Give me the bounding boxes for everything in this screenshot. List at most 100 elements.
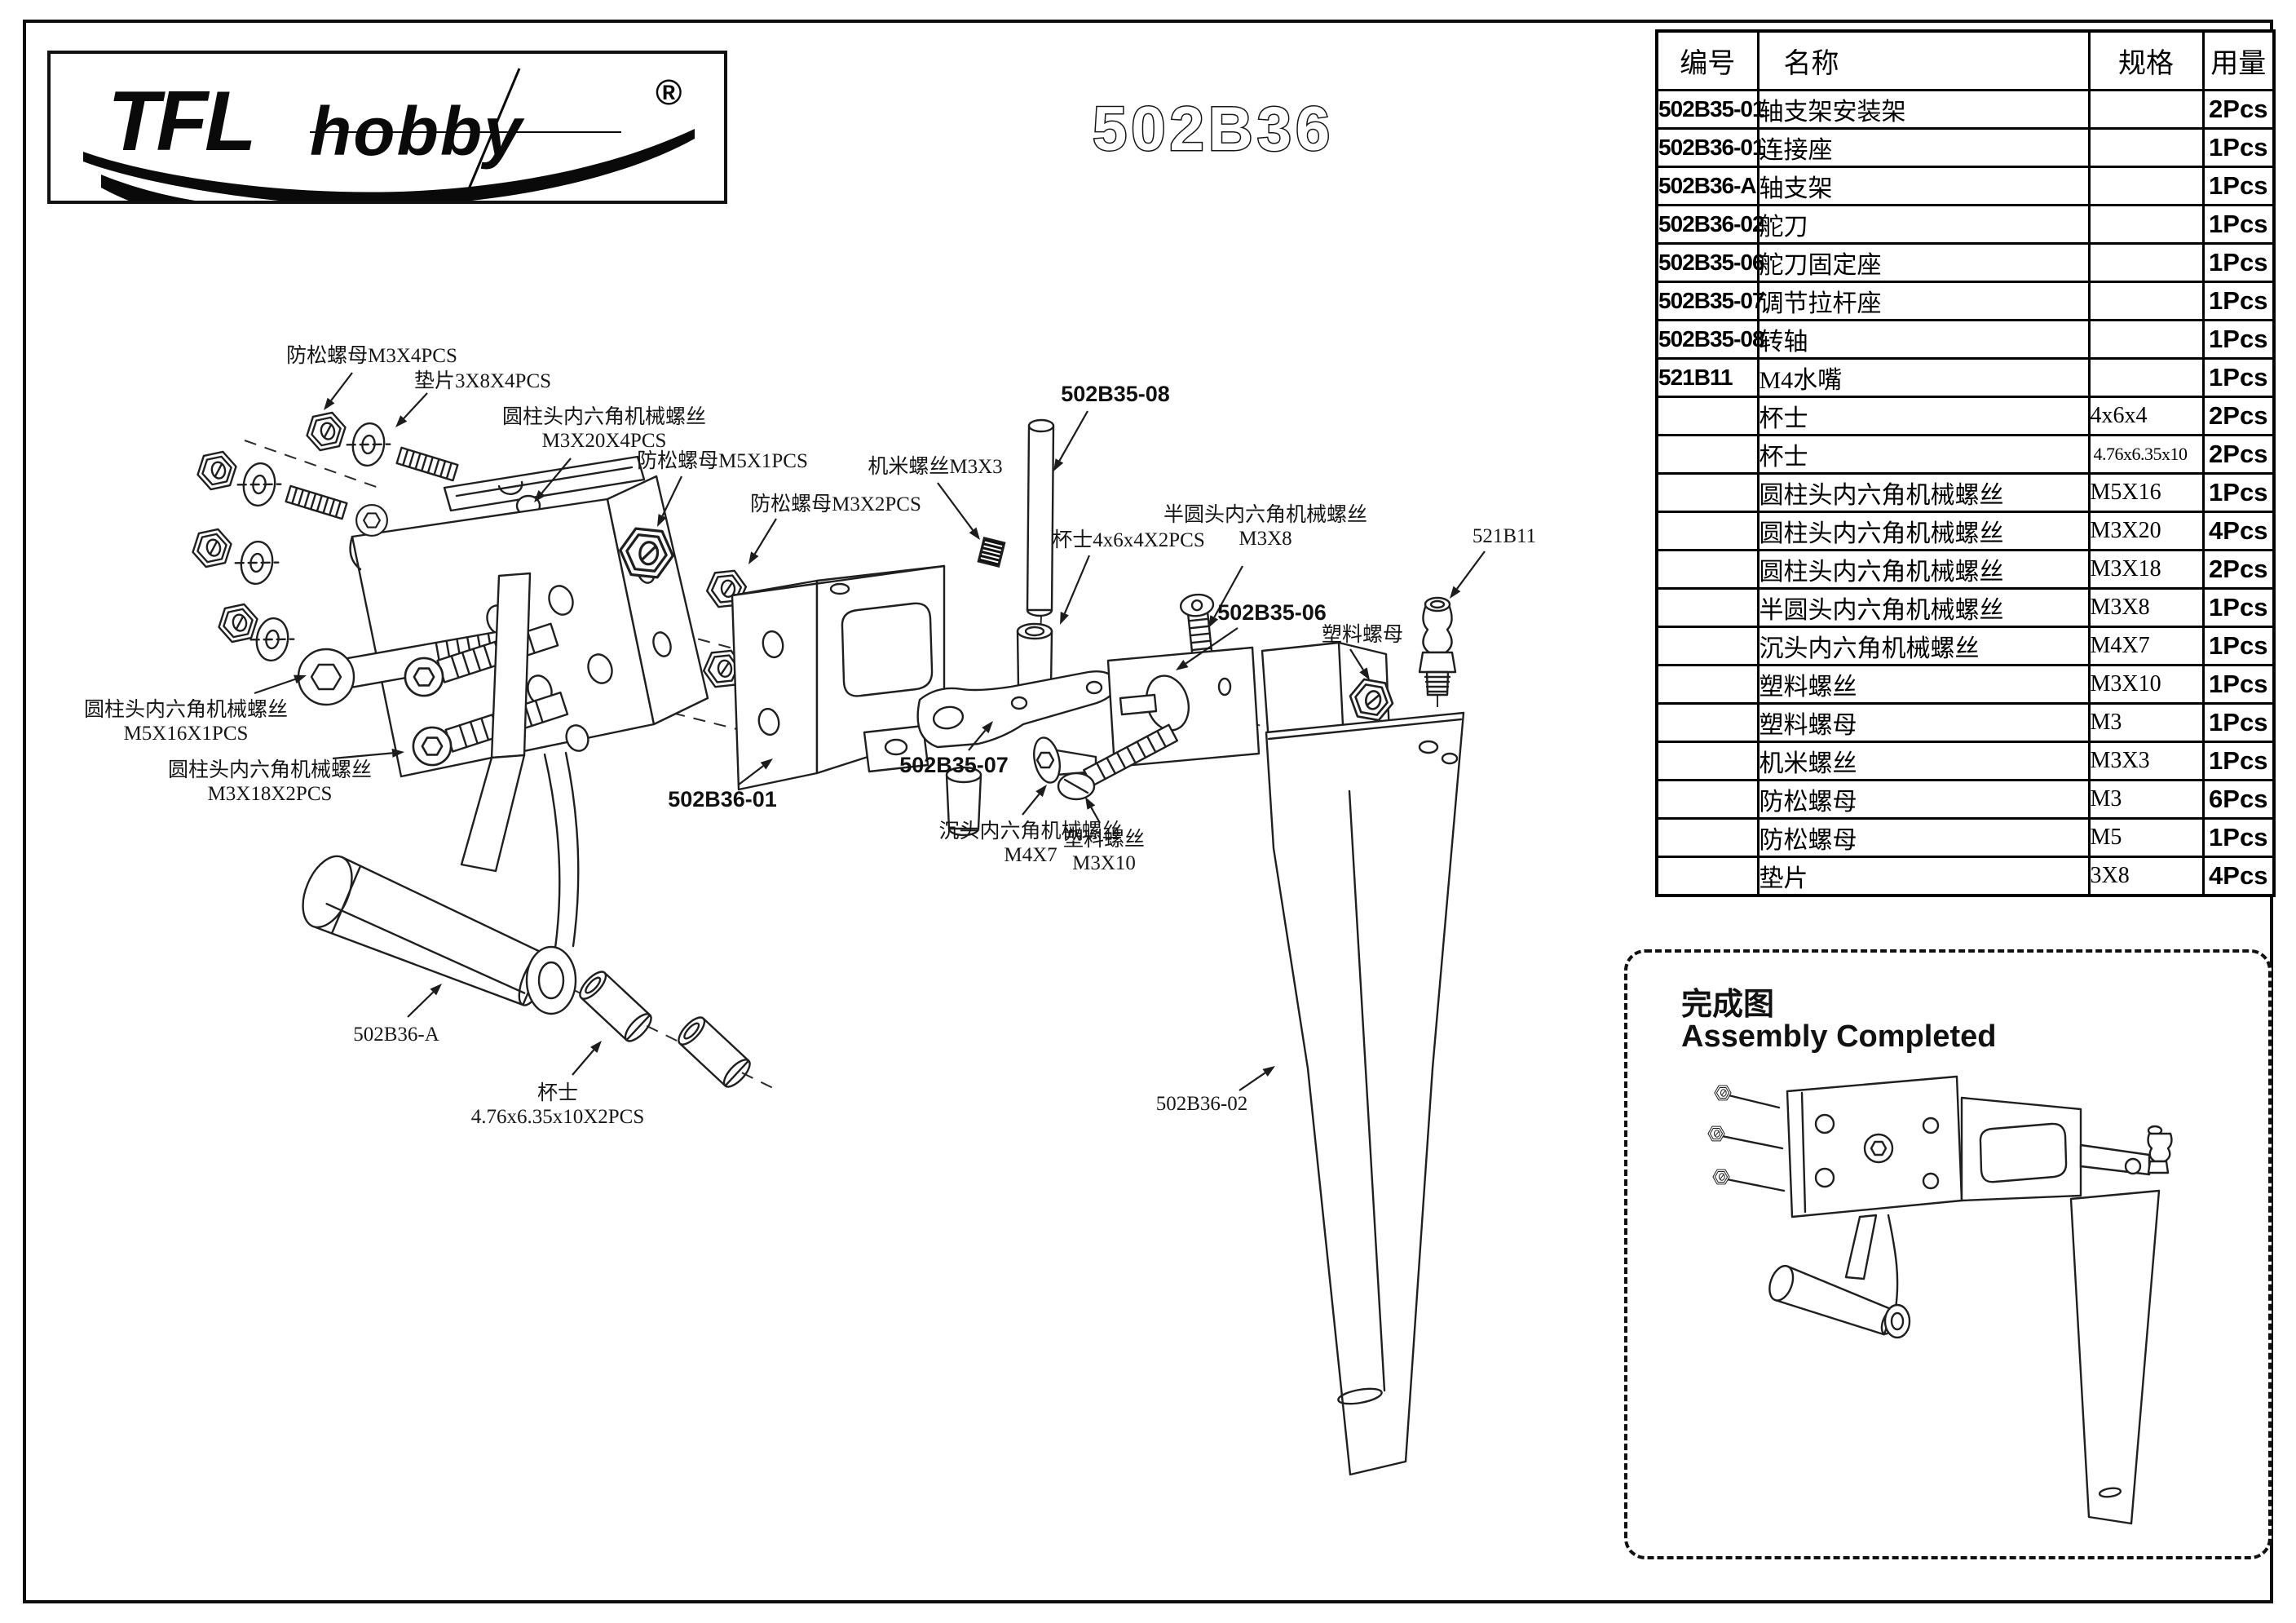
cell-name: 圆柱头内六角机械螺丝 xyxy=(1756,471,2091,513)
callout-text: 防松螺母M5X1PCS xyxy=(637,449,808,472)
cell-code: 502B35-06 xyxy=(1655,241,1765,283)
cell-spec: 3X8 xyxy=(2087,855,2205,896)
part-502B36-A xyxy=(302,572,580,1015)
cell-code xyxy=(1655,395,1760,436)
callout-leader-line xyxy=(1213,565,1243,618)
callout-text: 圆柱头内六角机械螺丝 xyxy=(84,698,288,721)
callout-text: M3X10 xyxy=(1072,852,1136,874)
cell-spec: M3X10 xyxy=(2087,663,2205,705)
cell-spec xyxy=(2087,88,2205,130)
cell-qty: 2Pcs xyxy=(2201,88,2276,130)
callout-leader-line xyxy=(330,372,353,401)
callout-text: M4X7 xyxy=(1004,844,1057,866)
cell-qty: 1Pcs xyxy=(2201,280,2276,321)
callout-leader-line xyxy=(332,752,393,760)
callout-text: 圆柱头内六角机械螺丝 xyxy=(502,405,706,428)
cell-qty: 4Pcs xyxy=(2201,510,2276,551)
cell-name: 舵刀 xyxy=(1756,203,2091,245)
title-wrap: 502B36 xyxy=(1084,86,1394,176)
callout-text: 502B36-A xyxy=(353,1024,439,1046)
cell-code xyxy=(1655,510,1760,551)
callout-text: 杯士 xyxy=(537,1081,578,1104)
callout-leader-line xyxy=(1185,627,1239,665)
cell-spec xyxy=(2087,280,2205,321)
callout-text: M3X8 xyxy=(1239,528,1292,550)
cell-name: 防松螺母 xyxy=(1756,778,2091,820)
callout-arrowhead-icon xyxy=(590,1041,602,1053)
callout-text: M5X16X1PCS xyxy=(124,723,249,745)
cell-name: 半圆头内六角机械螺丝 xyxy=(1756,586,2091,628)
callout-arrowhead-icon xyxy=(1035,785,1047,798)
logo-wave-upper xyxy=(83,129,695,201)
callout-plastic-nut: 塑料螺母 xyxy=(1322,623,1403,680)
callout-arrowhead-icon xyxy=(1208,615,1219,628)
cell-qty: 1Pcs xyxy=(2201,701,2276,743)
callout-arrowhead-icon xyxy=(982,721,993,734)
callout-leader-line xyxy=(254,678,296,695)
callout-leader-line xyxy=(738,765,764,785)
callout-code-502B36-A: 502B36-A xyxy=(353,984,442,1046)
callout-arrowhead-icon xyxy=(760,758,773,770)
callout-leader-line xyxy=(1239,1072,1266,1091)
cell-qty: 1Pcs xyxy=(2201,165,2276,206)
cell-name: 圆柱头内六角机械螺丝 xyxy=(1756,548,2091,590)
cell-spec: M3X3 xyxy=(2087,740,2205,781)
callout-code-521B11: 521B11 xyxy=(1450,525,1536,599)
cell-qty: 1Pcs xyxy=(2201,663,2276,705)
assembly-title-cn: 完成图 xyxy=(1681,988,1775,1022)
cell-qty: 1Pcs xyxy=(2201,203,2276,245)
cell-qty: 1Pcs xyxy=(2201,816,2276,858)
part-521B11 xyxy=(1418,596,1457,697)
assembly-completed-drawing xyxy=(1707,1075,2173,1525)
callout-arrowhead-icon xyxy=(1359,667,1370,680)
callout-arrowhead-icon xyxy=(430,984,442,996)
cell-spec xyxy=(2087,165,2205,206)
callout-leader-line xyxy=(937,482,974,531)
callout-text: 521B11 xyxy=(1473,525,1536,547)
callout-text: 502B36-02 xyxy=(1156,1093,1248,1115)
callout-text: 防松螺母M3X4PCS xyxy=(286,344,457,367)
cell-qty: 1Pcs xyxy=(2201,241,2276,283)
cell-name: 调节拉杆座 xyxy=(1756,280,2091,321)
logo-brand-text: TFL xyxy=(108,74,254,169)
callout-text: 杯士4x6x4X2PCS xyxy=(1052,528,1205,551)
part-502B35-07 xyxy=(916,670,1117,837)
callout-arrowhead-icon xyxy=(391,748,404,758)
cell-spec xyxy=(2087,356,2205,398)
cell-spec: 4x6x4 xyxy=(2087,395,2205,436)
callout-bush-476: 杯士4.76x6.35x10X2PCS xyxy=(471,1041,644,1128)
callout-text: 502B35-07 xyxy=(899,753,1009,777)
cell-spec xyxy=(2087,318,2205,360)
callout-leader-line xyxy=(1456,551,1486,590)
logo-box: TFL hobby ® xyxy=(47,51,727,204)
cell-name: 塑料螺母 xyxy=(1756,701,2091,743)
callout-text: 502B36-01 xyxy=(668,787,777,812)
callout-code-502B35-06: 502B35-06 xyxy=(1176,600,1327,670)
cell-code xyxy=(1655,663,1760,705)
logo-slash xyxy=(466,68,521,192)
assembly-completed-box: 完成图 Assembly Completed xyxy=(1624,949,2272,1559)
callout-arrowhead-icon xyxy=(534,489,545,502)
cell-name: 杯士 xyxy=(1756,433,2091,475)
header-code: 编号 xyxy=(1655,29,1760,91)
cell-spec xyxy=(2087,203,2205,245)
callout-text: 垫片3X8X4PCS xyxy=(414,369,551,392)
callout-leader-line xyxy=(661,475,682,516)
cell-qty: 1Pcs xyxy=(2201,625,2276,666)
cell-name: 沉头内六角机械螺丝 xyxy=(1756,625,2091,666)
cell-spec xyxy=(2087,241,2205,283)
